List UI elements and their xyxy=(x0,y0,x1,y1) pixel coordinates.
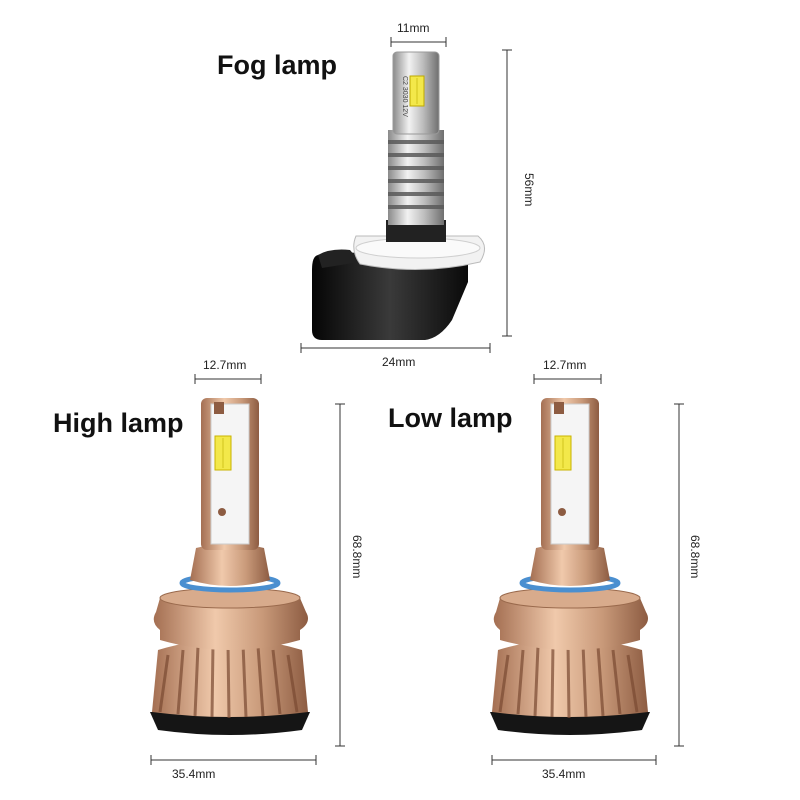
low-base xyxy=(490,712,650,735)
low-lamp-title: Low lamp xyxy=(388,403,513,433)
high-width-label: 12.7mm xyxy=(203,358,247,372)
high-lamp-title: High lamp xyxy=(53,408,184,438)
dimension-lines xyxy=(150,37,684,765)
fog-plug xyxy=(312,252,468,340)
low-fins xyxy=(492,639,648,717)
fog-chip-text: C2 3030 12V xyxy=(401,76,408,117)
fog-lamp-title: Fog lamp xyxy=(217,50,337,80)
high-base-label: 35.4mm xyxy=(172,767,216,781)
low-lamp-bulb xyxy=(490,398,650,735)
high-socket xyxy=(153,593,308,650)
fog-lamp-bulb: C2 3030 12V xyxy=(312,51,485,340)
high-fins xyxy=(152,639,308,717)
high-base xyxy=(150,712,310,735)
fog-base-label: 24mm xyxy=(382,355,416,369)
fog-width-label: 11mm xyxy=(397,21,430,35)
high-lamp-bulb xyxy=(150,398,310,735)
low-width-label: 12.7mm xyxy=(543,358,587,372)
low-base-label: 35.4mm xyxy=(542,767,586,781)
low-socket xyxy=(493,593,648,650)
